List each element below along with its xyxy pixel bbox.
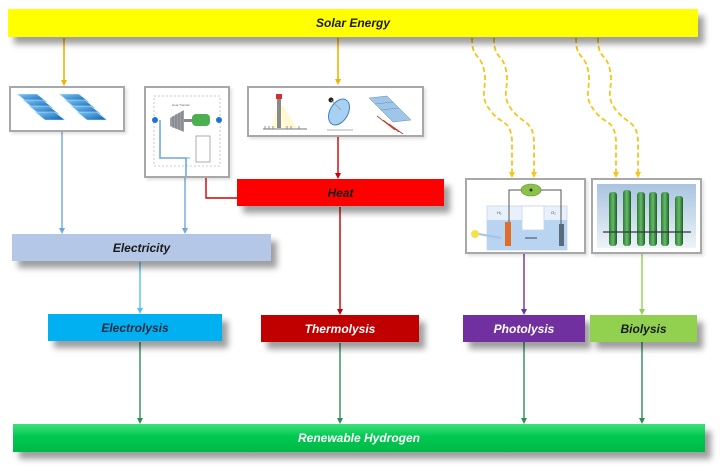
solar-energy-label: Solar Energy bbox=[315, 16, 391, 30]
biolysis-label: Biolysis bbox=[620, 321, 667, 336]
arrow-heat-to-thermolysis bbox=[337, 207, 343, 315]
arrows-processes-to-hydrogen bbox=[139, 342, 643, 422]
electrolysis-label: Electrolysis bbox=[101, 320, 169, 335]
solar-energy-bar: Solar Energy bbox=[8, 9, 698, 37]
radiation-arrows-to-photoelectrochemical-cell bbox=[471, 37, 535, 176]
svg-text:H₂: H₂ bbox=[497, 210, 502, 215]
electrolysis-box: Electrolysis bbox=[48, 314, 222, 341]
turbine-generator-icon: Heat Transfer bbox=[152, 95, 222, 176]
arrow-electricity-to-electrolysis bbox=[137, 262, 143, 314]
arrow-photovoltaic-to-electricity bbox=[59, 131, 65, 234]
arrow-photobioreactor-to-biolysis bbox=[639, 252, 645, 315]
pec-cell-icon: H₂ O₂ bbox=[471, 183, 568, 251]
electricity-label: Electricity bbox=[112, 240, 171, 255]
svg-text:Heat Transfer: Heat Transfer bbox=[172, 103, 190, 107]
biolysis-box: Biolysis bbox=[590, 315, 697, 342]
electricity-box: Electricity bbox=[12, 234, 271, 261]
thermolysis-box: Thermolysis bbox=[261, 315, 419, 342]
svg-text:O₂: O₂ bbox=[551, 210, 556, 215]
heat-label: Heat bbox=[327, 185, 354, 200]
photobioreactor-icon bbox=[597, 184, 696, 248]
concentrator-icon bbox=[263, 94, 412, 135]
photobioreactor-tile bbox=[591, 178, 702, 254]
renewable-hydrogen-bar: Renewable Hydrogen bbox=[13, 424, 705, 452]
photovoltaic-tile bbox=[9, 86, 125, 132]
arrow-pec-to-photolysis bbox=[521, 252, 527, 315]
photolysis-box: Photolysis bbox=[463, 315, 585, 342]
renewable-hydrogen-label: Renewable Hydrogen bbox=[297, 431, 421, 445]
radiation-arrows-to-photobioreactor bbox=[575, 37, 639, 176]
photoelectrochemical-cell-tile: H₂ O₂ bbox=[465, 178, 586, 254]
arrow-thermal-cycle-to-electricity bbox=[182, 176, 188, 234]
arrow-solar-to-photovoltaic bbox=[61, 38, 67, 86]
arrow-solar-to-concentrated-solar bbox=[335, 38, 341, 85]
solar-panel-icon bbox=[16, 93, 108, 121]
thermolysis-label: Thermolysis bbox=[304, 321, 376, 336]
concentrated-solar-tile bbox=[247, 86, 424, 137]
photolysis-label: Photolysis bbox=[493, 321, 555, 336]
arrow-concentrated-solar-to-heat bbox=[335, 135, 341, 179]
heat-box: Heat bbox=[237, 179, 444, 206]
thermal-power-cycle-tile: Heat Transfer bbox=[144, 86, 230, 178]
